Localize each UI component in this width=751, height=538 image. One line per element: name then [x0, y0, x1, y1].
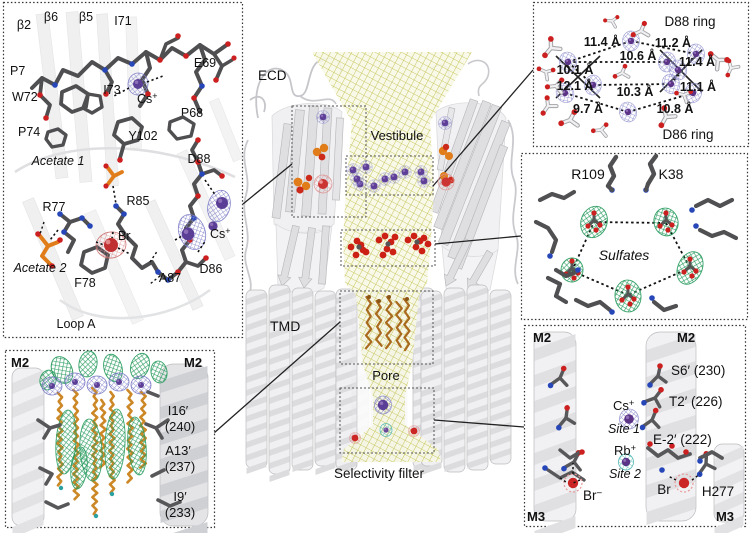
svg-text:11.2 Å: 11.2 Å — [655, 35, 691, 50]
svg-text:I16′: I16′ — [168, 403, 189, 418]
svg-text:(237): (237) — [165, 459, 195, 474]
svg-text:(233): (233) — [165, 505, 195, 520]
svg-text:β5: β5 — [79, 10, 93, 24]
svg-text:Selectivity filter: Selectivity filter — [334, 466, 425, 481]
svg-text:I9′: I9′ — [173, 489, 187, 504]
svg-text:10.8 Å: 10.8 Å — [657, 101, 694, 116]
svg-text:P7: P7 — [10, 64, 25, 78]
svg-text:M2: M2 — [677, 330, 695, 345]
svg-text:H277: H277 — [702, 484, 734, 499]
svg-text:M2: M2 — [11, 355, 29, 370]
svg-text:D86 ring: D86 ring — [662, 127, 713, 142]
svg-text:Acetate 2: Acetate 2 — [13, 261, 67, 275]
svg-text:Pore: Pore — [372, 368, 399, 383]
svg-text:(240): (240) — [165, 419, 195, 434]
svg-text:Site 1: Site 1 — [608, 422, 640, 436]
svg-text:M3: M3 — [716, 509, 734, 524]
svg-text:11.4 Å: 11.4 Å — [679, 54, 715, 69]
svg-text:M2: M2 — [533, 330, 551, 345]
svg-text:P74: P74 — [18, 125, 40, 139]
svg-text:I71: I71 — [114, 14, 131, 28]
svg-text:E-2′ (222): E-2′ (222) — [653, 432, 712, 447]
svg-text:Loop A: Loop A — [57, 317, 97, 331]
svg-text:M2: M2 — [184, 355, 202, 370]
svg-text:Acetate 1: Acetate 1 — [31, 154, 85, 168]
svg-text:S6′ (230): S6′ (230) — [671, 363, 725, 378]
svg-text:Y102: Y102 — [128, 129, 157, 143]
svg-text:Sulfates: Sulfates — [599, 247, 650, 263]
svg-text:Br: Br — [657, 482, 671, 497]
svg-text:E69: E69 — [194, 56, 216, 70]
svg-text:F78: F78 — [74, 276, 96, 290]
svg-text:P68: P68 — [181, 106, 203, 120]
svg-text:9.7 Å: 9.7 Å — [573, 101, 603, 116]
svg-text:A13′: A13′ — [165, 443, 191, 458]
svg-text:TMD: TMD — [270, 318, 300, 334]
svg-text:ECD: ECD — [258, 68, 287, 83]
svg-text:Br: Br — [118, 229, 131, 243]
svg-text:I73: I73 — [103, 83, 120, 97]
svg-text:β6: β6 — [44, 10, 58, 24]
svg-text:M3: M3 — [527, 509, 545, 524]
svg-text:10.1 Å: 10.1 Å — [557, 62, 594, 77]
svg-text:W72: W72 — [12, 90, 38, 104]
svg-text:β2: β2 — [17, 18, 31, 32]
svg-text:12.1 Å: 12.1 Å — [557, 78, 594, 93]
svg-text:D88: D88 — [188, 152, 211, 166]
svg-text:R77: R77 — [43, 200, 66, 214]
svg-text:11.1 Å: 11.1 Å — [680, 79, 716, 94]
svg-text:Vestibule: Vestibule — [371, 128, 424, 143]
svg-text:Site 2: Site 2 — [609, 467, 641, 481]
svg-text:Rb+: Rb+ — [614, 443, 636, 458]
svg-text:K38: K38 — [659, 166, 684, 182]
svg-text:10.6 Å: 10.6 Å — [620, 48, 657, 63]
svg-text:10.3 Å: 10.3 Å — [617, 84, 654, 99]
svg-text:R85: R85 — [127, 194, 150, 208]
svg-text:A87: A87 — [159, 271, 181, 285]
svg-text:R109: R109 — [571, 166, 605, 182]
svg-text:11.4 Å: 11.4 Å — [584, 34, 620, 49]
svg-text:D86: D86 — [200, 262, 223, 276]
svg-text:T2′ (226): T2′ (226) — [669, 394, 723, 409]
svg-text:D88 ring: D88 ring — [664, 14, 715, 29]
